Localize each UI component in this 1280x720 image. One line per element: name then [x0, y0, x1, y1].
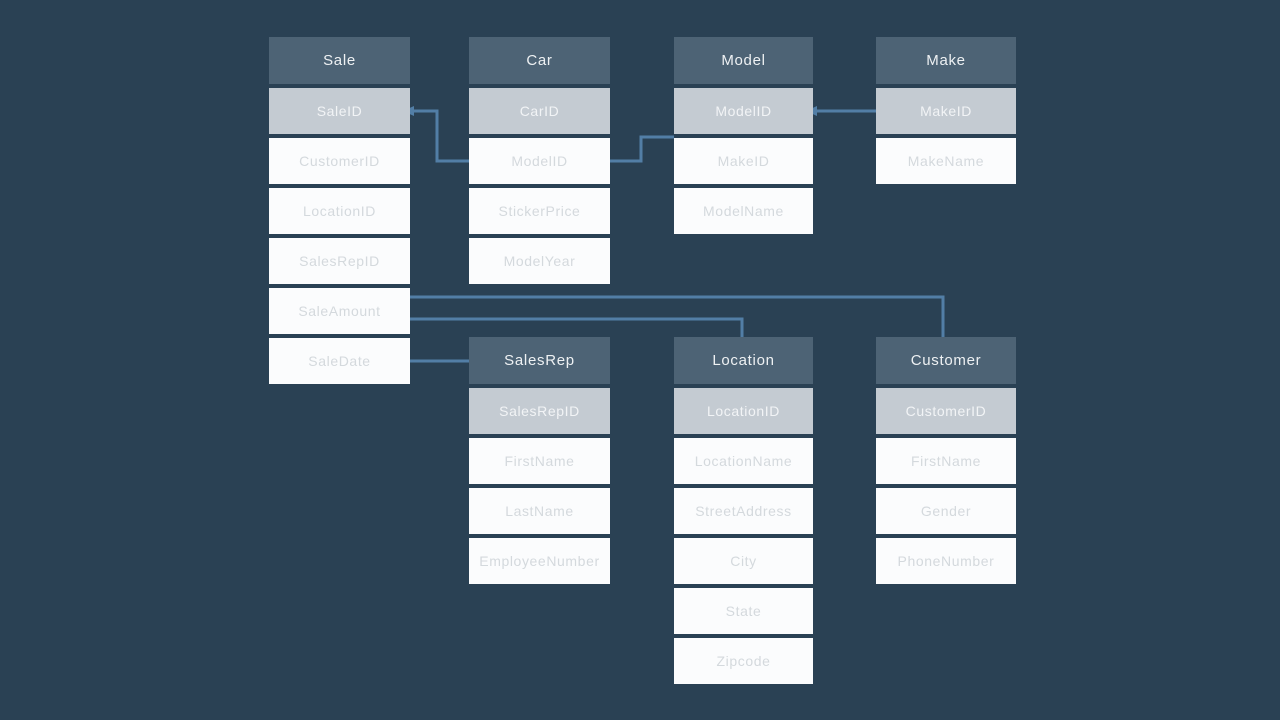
table-location-field-city: City — [674, 538, 813, 584]
table-location-field-locationid-primary-key: LocationID — [674, 388, 813, 434]
table-sale-field-saleid-primary-key: SaleID — [269, 88, 410, 134]
table-customer-title: Customer — [876, 337, 1016, 384]
table-car-field-modelid: ModelID — [469, 138, 610, 184]
table-sale-field-salesrepid: SalesRepID — [269, 238, 410, 284]
table-salesrep-field-firstname: FirstName — [469, 438, 610, 484]
table-location-field-streetaddress: StreetAddress — [674, 488, 813, 534]
table-make-field-makename: MakeName — [876, 138, 1016, 184]
table-location-field-locationname: LocationName — [674, 438, 813, 484]
table-customer-field-phonenumber: PhoneNumber — [876, 538, 1016, 584]
table-sale-title: Sale — [269, 37, 410, 84]
table-customer-field-gender: Gender — [876, 488, 1016, 534]
table-model-field-makeid: MakeID — [674, 138, 813, 184]
table-model-field-modelid-primary-key: ModelID — [674, 88, 813, 134]
table-sale-field-saleamount: SaleAmount — [269, 288, 410, 334]
table-customer-field-firstname: FirstName — [876, 438, 1016, 484]
connector-car-modelid-to-model — [610, 135, 674, 163]
table-location-field-zipcode: Zipcode — [674, 638, 813, 684]
table-sale-field-customerid: CustomerID — [269, 138, 410, 184]
table-location-title: Location — [674, 337, 813, 384]
table-car-field-stickerprice: StickerPrice — [469, 188, 610, 234]
table-car-title: Car — [469, 37, 610, 84]
table-make-field-makeid-primary-key: MakeID — [876, 88, 1016, 134]
connector-sale-to-location — [410, 317, 744, 338]
table-model-title: Model — [674, 37, 813, 84]
table-salesrep-title: SalesRep — [469, 337, 610, 384]
table-car-field-modelyear: ModelYear — [469, 238, 610, 284]
table-sale-field-locationid: LocationID — [269, 188, 410, 234]
table-customer-field-customerid-primary-key: CustomerID — [876, 388, 1016, 434]
table-salesrep-field-lastname: LastName — [469, 488, 610, 534]
table-sale-field-saledate: SaleDate — [269, 338, 410, 384]
table-salesrep-field-salesrepid-primary-key: SalesRepID — [469, 388, 610, 434]
table-location-field-state: State — [674, 588, 813, 634]
table-car-field-carid-primary-key: CarID — [469, 88, 610, 134]
table-make-title: Make — [876, 37, 1016, 84]
table-model-field-modelname: ModelName — [674, 188, 813, 234]
connector-sale-saleid-to-car — [410, 109, 470, 163]
connector-sale-to-customer — [410, 295, 945, 338]
table-salesrep-field-employeenumber: EmployeeNumber — [469, 538, 610, 584]
